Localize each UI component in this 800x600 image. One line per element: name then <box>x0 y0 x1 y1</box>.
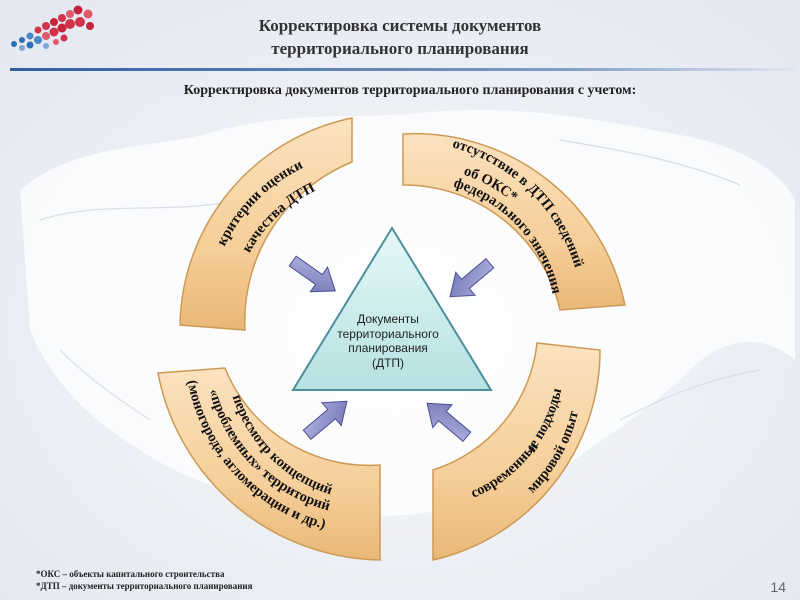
center-label-line-3: планирования <box>348 341 428 355</box>
page-title: Корректировка системы документов террито… <box>150 14 650 60</box>
page-number: 14 <box>770 579 786 595</box>
header-line <box>10 68 795 71</box>
page-title-line-1: Корректировка системы документов <box>258 16 542 35</box>
logo-icon <box>11 5 94 51</box>
footnote-dtp: *ДТП – документы территориального планир… <box>36 581 253 591</box>
center-triangle <box>291 226 493 391</box>
arrow-top-right <box>449 257 495 298</box>
segment-top-right <box>402 132 626 311</box>
segment-top-left <box>179 117 353 331</box>
center-label: Документы территориального планирования … <box>318 312 458 370</box>
center-label-line-4: (ДТП) <box>371 355 405 370</box>
segment-bottom-right <box>432 342 601 561</box>
map-contours <box>39 139 761 421</box>
footnote-oks: *ОКС – объекты капитального строительств… <box>36 569 225 579</box>
page-title-line-2: территориального планирования <box>271 39 529 58</box>
subtitle: Корректировка документов территориальног… <box>183 83 637 98</box>
center-label-line-2: территориального <box>337 326 439 341</box>
segment-bottom-left <box>157 367 381 561</box>
footnotes: *ОКС – объекты капитального строительств… <box>36 568 252 592</box>
arrow-bottom-right <box>426 402 472 443</box>
center-label-line-1: Документы <box>357 312 419 326</box>
arrow-top-left <box>288 255 336 293</box>
arrow-bottom-left <box>302 400 348 441</box>
